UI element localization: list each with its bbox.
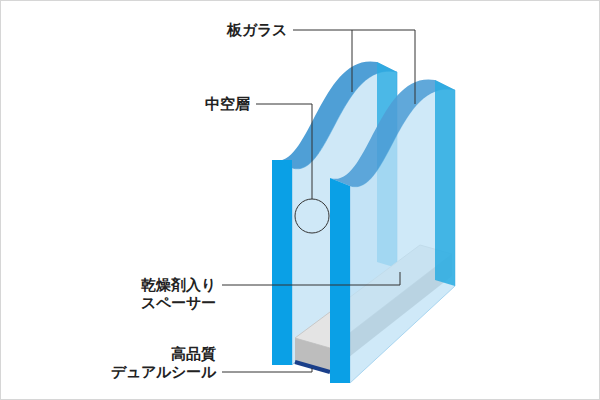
- part-label: 板ガラス: [197, 21, 287, 39]
- leader-lines: [222, 30, 415, 372]
- back-glass-pane: [330, 79, 455, 383]
- part-label: 乾燥剤入り スペーサー: [128, 276, 216, 312]
- part-label: 中空層: [170, 95, 250, 113]
- part-label: 高品質 デュアルシール: [91, 345, 216, 381]
